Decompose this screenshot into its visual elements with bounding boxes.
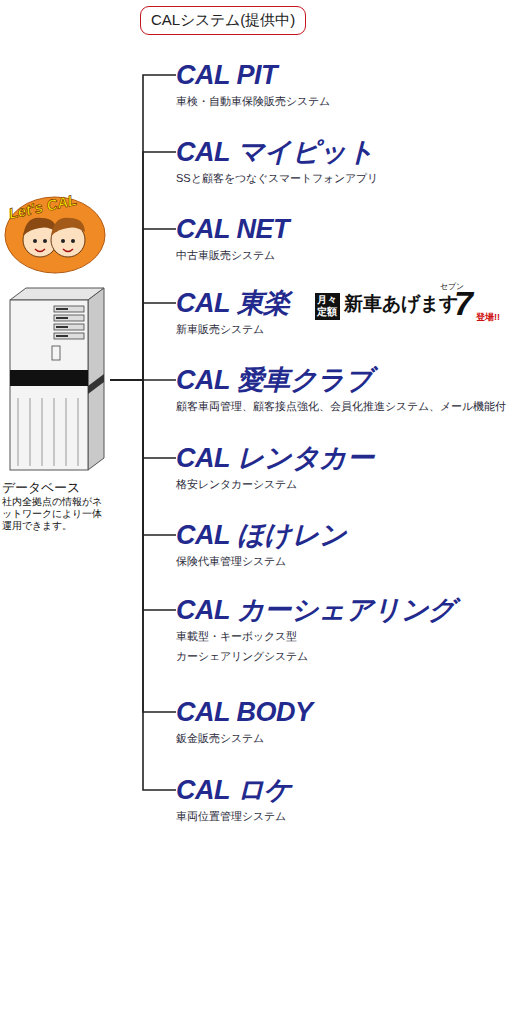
product-logo: CAL カーシェアリング xyxy=(176,594,456,626)
product-description: 鈑金販売システム xyxy=(176,728,313,748)
system-item: CAL マイピットSSと顧客をつなぐスマートフォンアプリ xyxy=(176,136,378,188)
system-item: CAL ほけレン保険代車管理システム xyxy=(176,519,347,571)
product-logo: CAL BODY xyxy=(176,696,313,728)
product-description: 保険代車管理システム xyxy=(176,551,347,571)
system-item: CAL 愛車クラブ顧客車両管理、顧客接点強化、会員化推進システム、メール機能付 xyxy=(176,364,506,416)
product-description: SSと顧客をつなぐスマートフォンアプリ xyxy=(176,168,378,188)
product-logo: CAL マイピット xyxy=(176,136,378,168)
system-item: CAL ロケ車両位置管理システム xyxy=(176,774,292,826)
badge-note: 登場!! xyxy=(476,311,500,324)
badge-text: 月々定額 xyxy=(316,294,338,318)
title-text: CALシステム(提供中) xyxy=(151,11,295,30)
product-logo: CAL PIT xyxy=(176,59,330,91)
product-description: 車両位置管理システム xyxy=(176,806,292,826)
database-node: データベース社内全拠点の情報がネットワークにより一体運用できます。 xyxy=(2,286,110,532)
product-logo: CAL ロケ xyxy=(176,774,292,806)
system-item: CAL NET中古車販売システム xyxy=(176,213,289,265)
tree-connector xyxy=(110,229,176,380)
tree-connector xyxy=(110,152,176,380)
product-description: カーシェアリングシステム xyxy=(176,646,456,666)
badge-box xyxy=(315,293,340,320)
product-description: 格安レンタカーシステム xyxy=(176,474,373,494)
tree-connector xyxy=(110,75,176,380)
product-logo: CAL 東楽 xyxy=(176,287,290,319)
system-item: CAL レンタカー格安レンタカーシステム xyxy=(176,442,373,494)
product-description: 中古車販売システム xyxy=(176,245,289,265)
product-logo: CAL レンタカー xyxy=(176,442,373,474)
product-description: 新車販売システム xyxy=(176,319,290,339)
product-description: 顧客車両管理、顧客接点強化、会員化推進システム、メール機能付 xyxy=(176,396,506,416)
product-description: 車載型・キーボックス型 xyxy=(176,626,456,646)
tree-connector xyxy=(110,380,176,790)
server-illustration xyxy=(2,286,108,476)
title-box: CALシステム(提供中) xyxy=(140,6,306,35)
product-description: 車検・自動車保険販売システム xyxy=(176,91,330,111)
database-note: 社内全拠点の情報がネットワークにより一体運用できます。 xyxy=(2,496,110,532)
product-logo: CAL 愛車クラブ xyxy=(176,364,506,396)
system-item: CAL カーシェアリング車載型・キーボックス型カーシェアリングシステム xyxy=(176,594,456,666)
product-logo: CAL NET xyxy=(176,213,289,245)
database-label: データベース xyxy=(2,480,110,496)
tree-connector xyxy=(110,303,176,380)
badge-headline: 新車あげます xyxy=(344,291,458,317)
system-item: CAL BODY鈑金販売システム xyxy=(176,696,313,748)
badge-number: 7 xyxy=(454,286,473,320)
system-item: CAL PIT車検・自動車保険販売システム xyxy=(176,59,330,111)
system-item: CAL 東楽新車販売システム xyxy=(176,287,290,339)
product-logo: CAL ほけレン xyxy=(176,519,347,551)
